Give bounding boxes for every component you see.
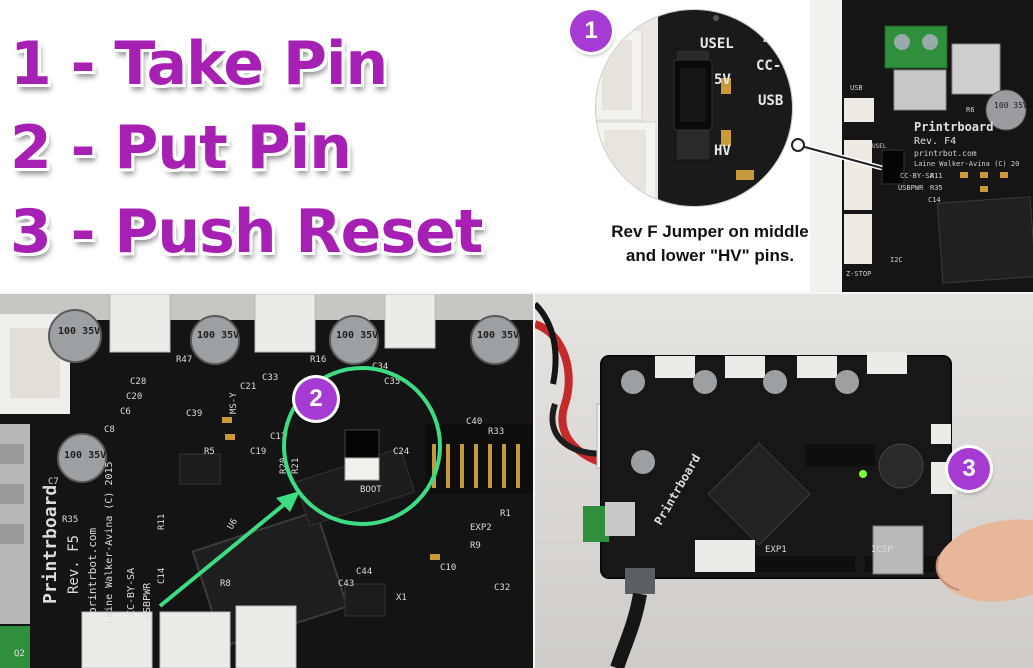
f5-label-13: R21 (291, 458, 301, 474)
step-2-text: 2 - Put Pin (10, 113, 352, 183)
callout-badge-1: 1 (570, 10, 612, 52)
right-board-exp1: EXP1 (765, 545, 787, 555)
f5-label-25: C32 (494, 583, 510, 593)
rev-f-board-photo: 100 35V Printrboard Rev. F4 printrbot.co… (810, 0, 1033, 294)
f5-label-31: U6 (226, 517, 240, 531)
photo-divider (533, 294, 535, 668)
f5-label-27: C44 (356, 567, 372, 577)
f5-label-5: R16 (310, 355, 326, 365)
f5-label-16: R33 (488, 427, 504, 437)
rev-f-i2c: I2C (890, 256, 903, 264)
caption-line-2: and lower "HV" pins. (625, 246, 795, 265)
rev-f-board-image: 100 35V Printrboard Rev. F4 printrbot.co… (810, 0, 1033, 294)
rev-f-usb: USB (850, 84, 863, 92)
f5-label-3: C21 (240, 382, 256, 392)
f5-author: Laine Walker-Avina (C) 2015 (104, 461, 115, 624)
capacitor-row: 100 35V 100 35V 100 35V 100 35V 100 35V (48, 309, 520, 483)
zoom-label-usel: USEL (700, 36, 734, 52)
f5-label-14: C24 (393, 447, 409, 457)
rev-f-c14: C14 (928, 196, 941, 204)
right-board-icsp: ICSP (871, 545, 893, 555)
rev-f-r35: R35 (930, 184, 943, 192)
step-1-text: 1 - Take Pin (10, 29, 388, 99)
f5-label-1: C20 (126, 392, 142, 402)
callout-badge-3: 3 (948, 448, 990, 490)
f5-site: printrbot.com (86, 528, 99, 614)
f5-label-20: R35 (62, 515, 78, 525)
f5-label-19: C7 (48, 477, 59, 487)
rev-f-usel: USEL (872, 143, 887, 150)
f5-label-17: R5 (204, 447, 215, 457)
f5-label-11: C17 (270, 432, 286, 442)
rev-f-zstop: Z-STOP (846, 270, 871, 278)
zoom-label-cc: CC- (756, 58, 781, 74)
arrow-head-icon (276, 491, 300, 512)
cap-label-1: 100 35V (58, 326, 100, 337)
caption-line-1: Rev F Jumper on middle (611, 222, 809, 241)
cap-label-2: 100 35V (197, 330, 239, 341)
f5-label-6: C34 (372, 362, 388, 372)
f5-label-10: C19 (250, 447, 266, 457)
callout-pointer (791, 138, 883, 171)
f5-label-4: C33 (262, 373, 278, 383)
rev-f5-board-photo: 100 35V 100 35V 100 35V 100 35V 100 35V (0, 294, 533, 668)
f5-boot: BOOT (360, 485, 382, 495)
f5-usbpwr: USBPWR (142, 582, 153, 619)
rev-f-cap-label: 100 35V (994, 101, 1028, 110)
f5-label-2: R47 (176, 355, 192, 365)
f5-label-15: C40 (466, 417, 482, 427)
rev-f5-board-image: 100 35V 100 35V 100 35V 100 35V 100 35V (0, 294, 533, 668)
f5-brand: Printrboard (40, 485, 61, 604)
f5-label-24: C10 (440, 563, 456, 573)
f5-label-0: C28 (130, 377, 146, 387)
zoom-label-5v: 5V (714, 72, 731, 88)
f5-license: CC-BY-SA (126, 568, 137, 616)
rev-f-r6: R6 (966, 106, 974, 114)
cap-label-3: 100 35V (336, 330, 378, 341)
f5-rev: Rev. F5 (66, 535, 82, 594)
highlight-circle (282, 366, 442, 526)
rev-f-brand: Printrboard (914, 120, 993, 134)
f5-exp2: EXP2 (470, 523, 492, 533)
rev-f-site: printrbot.com (914, 149, 977, 158)
f5-ms: MS-Y (229, 392, 239, 414)
rev-f-rev: Rev. F4 (914, 136, 956, 147)
step-3-text: 3 - Push Reset (10, 197, 483, 267)
f5-label-22: R11 (157, 514, 167, 530)
f5-label-29: R1 (500, 509, 511, 519)
zoom-label-hv: HV (714, 143, 731, 159)
rev-f-r11: R11 (930, 172, 943, 180)
rev-f-license: CC-BY-SA (900, 172, 935, 180)
section-divider (0, 292, 1033, 294)
f5-label-7: C35 (384, 377, 400, 387)
rev-f-author: Laine Walker-Avina (C) 20 (914, 160, 1019, 168)
f5-label-21: C14 (157, 568, 167, 584)
board-reset-photo: Printrboard EXP1 ICSP (535, 294, 1033, 668)
cap-label-5: 100 35V (64, 450, 106, 461)
jumper-caption: Rev F Jumper on middle and lower "HV" pi… (560, 220, 860, 268)
steps-list: 1 - Take Pin 2 - Put Pin 3 - Push Reset (10, 22, 483, 274)
f5-label-30: R8 (220, 579, 231, 589)
board-reset-image: Printrboard EXP1 ICSP (535, 294, 1033, 668)
highlight-arrow (158, 496, 294, 608)
f5-label-23: R9 (470, 541, 481, 551)
f5-label-18: C8 (104, 425, 115, 435)
f5-label-32: Q2 (14, 649, 25, 659)
cap-label-4: 100 35V (477, 330, 519, 341)
f5-label-8: C6 (120, 407, 131, 417)
zoom-label-usb: USB (758, 93, 783, 109)
rev-f-usbpwr: USBPWR (898, 184, 924, 192)
f5-label-12: R20 (279, 458, 289, 474)
f5-label-9: C39 (186, 409, 202, 419)
f5-label-28: X1 (396, 593, 407, 603)
callout-badge-2: 2 (295, 378, 337, 420)
f5-label-26: C43 (338, 579, 354, 589)
